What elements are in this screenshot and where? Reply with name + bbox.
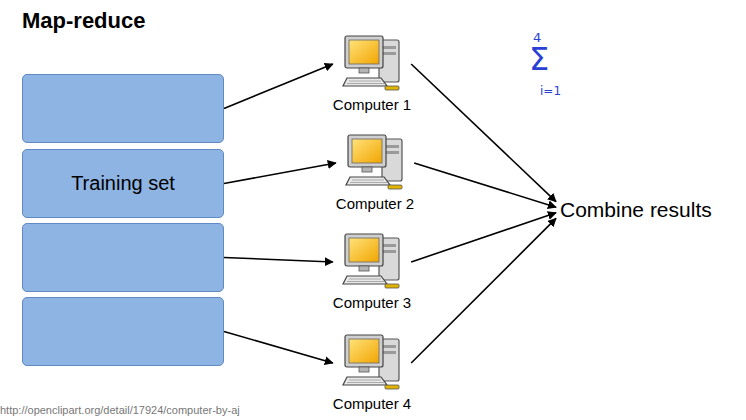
arrow-connector xyxy=(224,163,336,184)
arrow-connector xyxy=(224,332,333,364)
data-partition xyxy=(22,297,224,366)
computer-node: Computer 1 xyxy=(333,34,411,113)
computer-label: Computer 3 xyxy=(333,294,411,311)
computer-label: Computer 1 xyxy=(333,96,411,113)
arrow-connector xyxy=(411,64,556,202)
computer-label: Computer 2 xyxy=(336,195,414,212)
arrow-connector xyxy=(414,163,556,207)
computer-icon xyxy=(341,232,403,292)
computer-icon xyxy=(341,34,403,94)
node-text: Combine results xyxy=(560,198,712,221)
computer-node: Computer 4 xyxy=(333,333,411,412)
node-text: Training set xyxy=(71,172,175,195)
arrow-connector xyxy=(224,64,333,109)
data-partition xyxy=(22,74,224,143)
diagram-title: Map-reduce xyxy=(22,8,145,34)
data-partition xyxy=(22,223,224,292)
computer-node: Computer 3 xyxy=(333,232,411,311)
computer-node: Computer 2 xyxy=(336,133,414,212)
data-partition: Training set xyxy=(22,149,224,218)
computer-label: Computer 4 xyxy=(333,395,411,412)
combine-node: Combine results xyxy=(556,196,716,224)
attribution-url: http://openclipart.org/detail/17924/comp… xyxy=(0,404,240,416)
handwritten-index: i=1 xyxy=(540,84,561,98)
computer-icon xyxy=(344,133,406,193)
arrow-connector xyxy=(411,218,556,363)
arrow-connector xyxy=(411,213,556,262)
handwritten-sigma: Σ xyxy=(529,40,549,78)
computer-icon xyxy=(341,333,403,393)
arrow-connector xyxy=(224,258,333,263)
